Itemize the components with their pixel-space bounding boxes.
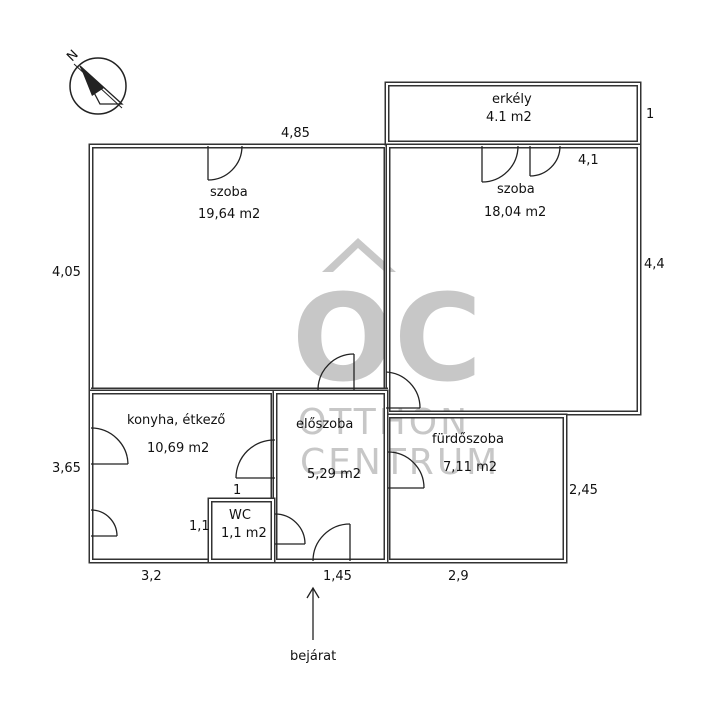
dim-wc-height: 1,1 xyxy=(189,519,210,534)
kitchen-name: konyha, étkező xyxy=(127,413,225,428)
dim-kitchen-height: 3,65 xyxy=(52,461,81,476)
bathroom-area: 7,11 m2 xyxy=(443,460,497,475)
room-labels: erkély 4.1 m2 szoba 19,64 m2 szoba 18,04… xyxy=(127,92,546,541)
dim-top-left-width: 4,85 xyxy=(281,126,310,141)
dim-kitchen-width: 3,2 xyxy=(141,569,162,584)
hall-name: előszoba xyxy=(296,417,353,432)
balcony-name: erkély xyxy=(492,92,532,107)
room-left-name: szoba xyxy=(210,185,248,200)
compass-north-label: N xyxy=(64,47,81,64)
dim-bath-width: 2,9 xyxy=(448,569,469,584)
watermark-line1: OTTHON xyxy=(298,402,470,443)
walls xyxy=(88,81,642,564)
wc-area: 1,1 m2 xyxy=(221,526,267,541)
bathroom-name: fürdőszoba xyxy=(432,432,504,447)
entrance-label: bejárat xyxy=(290,649,336,664)
dim-entry-width: 1,45 xyxy=(323,569,352,584)
dim-wc-width: 1 xyxy=(233,483,241,498)
dim-balcony-depth: 1 xyxy=(646,107,654,122)
dimension-labels: 4,85 4,05 4,4 1 4,1 3,65 3,2 1,45 2,9 2,… xyxy=(52,107,665,584)
room-left-area: 19,64 m2 xyxy=(198,207,260,222)
room-right-area: 18,04 m2 xyxy=(484,205,546,220)
dim-right-room-small: 4,1 xyxy=(578,153,599,168)
dim-bath-height: 2,45 xyxy=(569,483,598,498)
dim-left-height: 4,05 xyxy=(52,265,81,280)
dim-right-height: 4,4 xyxy=(644,257,665,272)
compass-icon: N xyxy=(64,47,127,115)
doors xyxy=(90,145,561,562)
kitchen-area: 10,69 m2 xyxy=(147,441,209,456)
wc-name: WC xyxy=(229,508,251,523)
balcony-area: 4.1 m2 xyxy=(486,110,532,125)
hall-area: 5,29 m2 xyxy=(307,467,361,482)
room-right-name: szoba xyxy=(497,182,535,197)
watermark-line2: CENTRUM xyxy=(300,442,500,483)
entrance-arrow: bejárat xyxy=(290,586,336,664)
